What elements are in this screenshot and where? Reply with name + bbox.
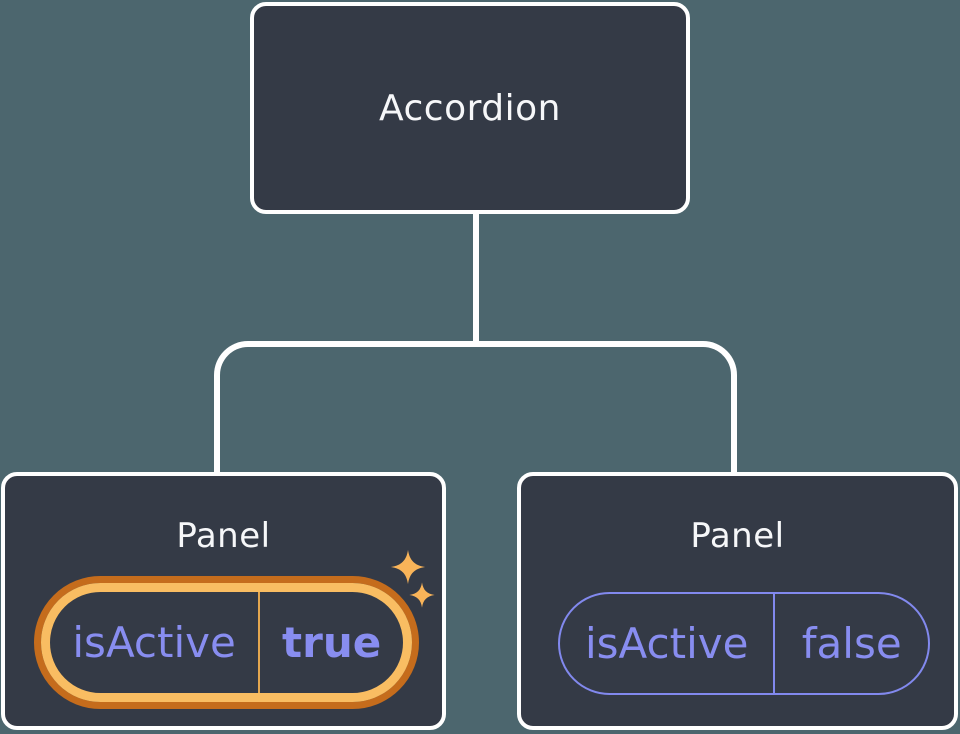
connector-branch-bracket [214,341,737,472]
state-key-cell: isActive [560,594,773,693]
state-value-cell: true [258,592,403,693]
state-value-cell: false [773,594,928,693]
panel-node-label: Panel [690,516,785,556]
state-pill-inactive: isActive false [558,592,930,695]
state-value-label: true [282,618,382,667]
state-key-cell: isActive [50,592,258,693]
state-value-label: false [801,619,902,668]
panel-node-inactive: Panel isActive false [517,472,958,730]
accordion-node-label: Accordion [379,87,561,129]
panel-node-label: Panel [176,516,271,556]
connector-root-stem [473,212,479,344]
state-pill-active: isActive true [34,576,419,709]
state-key-label: isActive [584,619,749,668]
panel-node-active: Panel isActive true [1,472,446,730]
sparkle-icon [390,549,426,585]
accordion-node: Accordion [250,2,690,214]
state-key-label: isActive [72,618,236,667]
sparkle-icon [409,582,435,608]
